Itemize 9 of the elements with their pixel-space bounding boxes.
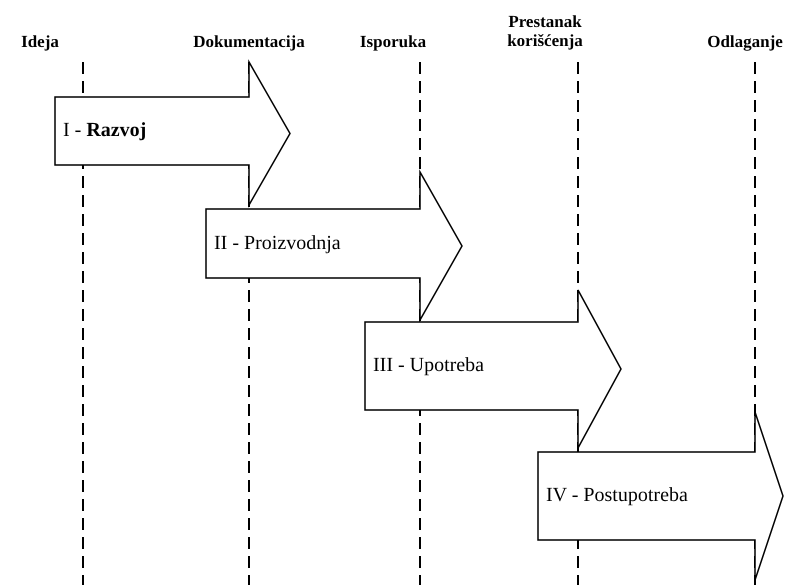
milestone-label: Odlaganje (706, 32, 784, 51)
milestone-label: Dokumentacija (192, 32, 306, 51)
phase-label: III - Upotreba (373, 354, 484, 377)
phase-label: I - Razvoj (63, 119, 146, 142)
phase-label: II - Proizvodnja (214, 232, 341, 254)
phase-label: IV - Postupotreba (546, 484, 688, 507)
milestone-label: Prestanak korišćenja (506, 12, 584, 50)
milestone-label: Ideja (20, 32, 60, 51)
milestone-label: Isporuka (358, 32, 428, 51)
